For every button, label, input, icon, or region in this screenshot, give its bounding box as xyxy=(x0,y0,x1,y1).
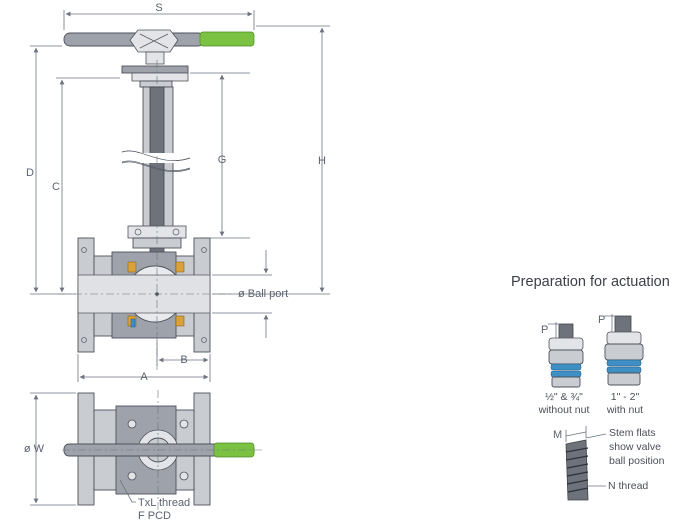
seat-upper-right xyxy=(175,261,185,273)
seat-upper-left xyxy=(127,261,137,273)
large-size-label: 1" - 2" xyxy=(611,391,640,403)
dim-m-label: M xyxy=(553,429,562,441)
dim-h-label: H xyxy=(318,155,326,167)
dim-g-label: G xyxy=(218,154,227,166)
bonnet-top xyxy=(121,65,189,88)
dim-s-label: S xyxy=(155,2,162,14)
dim-a-label: A xyxy=(140,371,148,383)
dim-b-label: B xyxy=(180,354,187,366)
ball-port-label: ø Ball port xyxy=(238,288,288,300)
dim-w-label: ø W xyxy=(24,443,45,455)
dim-p-large-label: P xyxy=(598,314,605,326)
handle-grip xyxy=(199,31,255,47)
actuation-section: Preparation for actuation P P ½" & ¾" wi… xyxy=(511,274,670,501)
n-thread-label: N thread xyxy=(608,480,648,492)
valve-body xyxy=(77,237,211,353)
dimension-lines xyxy=(30,10,330,382)
dim-p-small-label: P xyxy=(541,324,548,336)
actuation-heading: Preparation for actuation xyxy=(511,274,670,290)
dim-c-label: C xyxy=(52,181,60,193)
plan-view xyxy=(30,390,262,510)
threaded-stem-detail xyxy=(565,426,607,501)
front-elevation-view xyxy=(58,29,255,370)
seat-lower-right xyxy=(175,315,185,327)
thread-callout-line1: TxL thread xyxy=(138,497,190,509)
stem-small-without-nut xyxy=(548,322,584,388)
stem-note-line2: show valve xyxy=(609,441,661,453)
stem-large-with-nut xyxy=(604,314,644,386)
large-size-caption: with nut xyxy=(606,404,643,416)
small-size-caption: without nut xyxy=(538,404,590,416)
small-size-label: ½" & ¾" xyxy=(545,391,583,403)
stem-note-line3: ball position xyxy=(609,455,665,467)
dim-d-label: D xyxy=(26,167,34,179)
handle-lever xyxy=(63,29,255,65)
stem-note-line1: Stem flats xyxy=(609,427,656,439)
thread-callout-line2: F PCD xyxy=(138,510,171,522)
